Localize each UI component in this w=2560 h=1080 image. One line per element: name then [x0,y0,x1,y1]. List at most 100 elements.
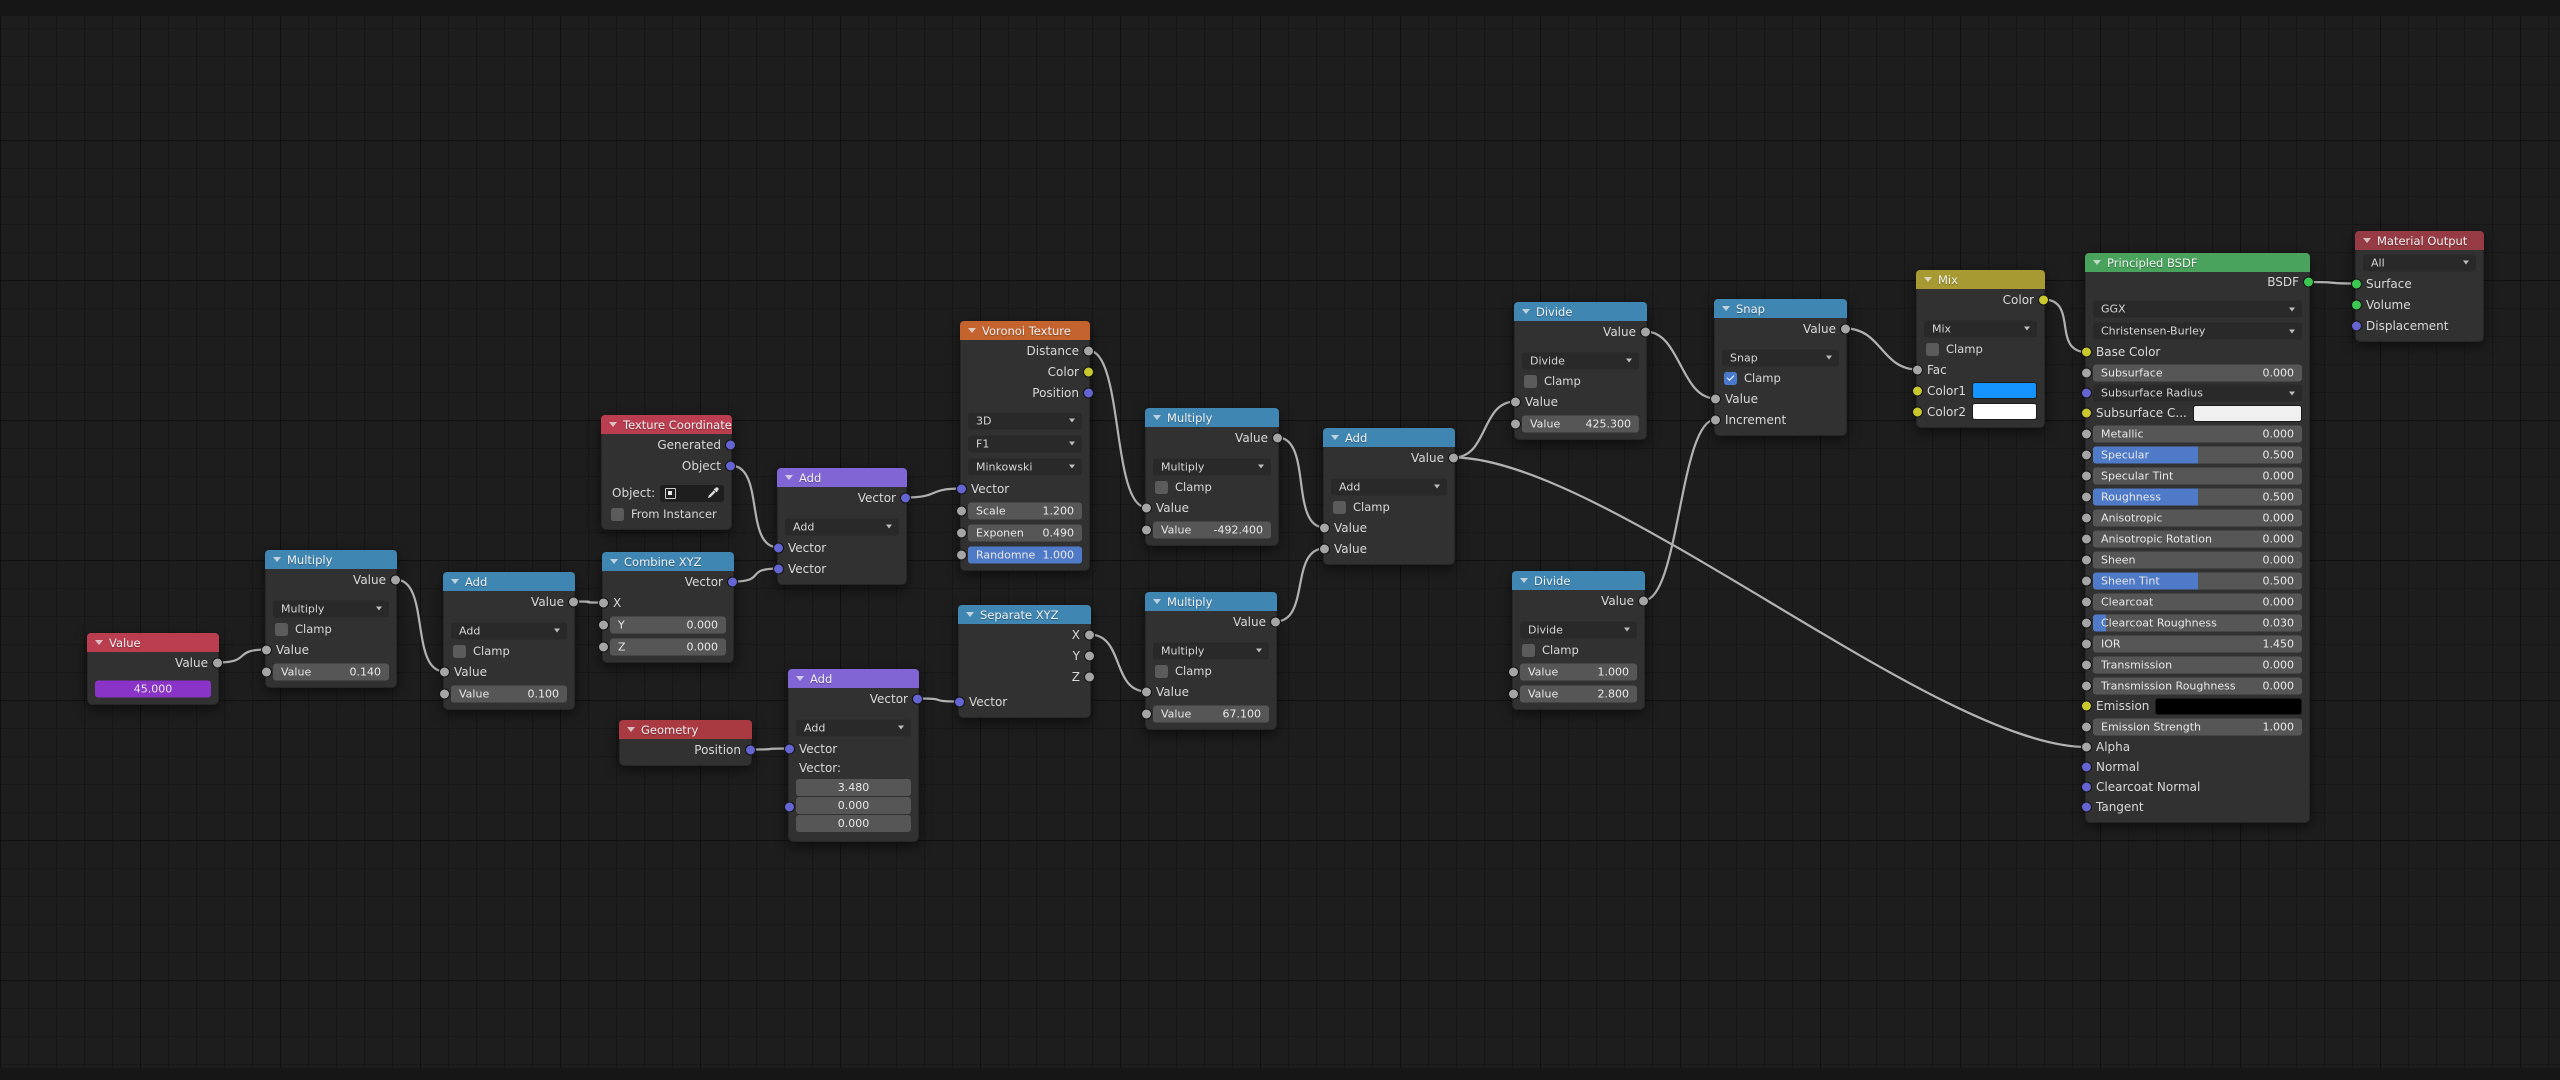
checkbox-clamp[interactable] [1333,500,1346,514]
node-wire[interactable] [1643,418,1716,602]
socket-subsurface-c[interactable] [2081,407,2092,419]
node-wire[interactable] [732,567,779,583]
socket-out_vector[interactable] [727,576,738,587]
socket-value[interactable] [439,688,450,699]
socket-anisotropic-rotation[interactable] [2081,533,2092,545]
socket-z[interactable] [598,641,609,652]
socket-out_object[interactable] [725,460,736,471]
dropdown-minkowski[interactable]: Minkowski [968,458,1082,475]
collapse-icon[interactable] [2363,238,2371,243]
checkbox-clamp[interactable] [453,644,466,658]
socket-value[interactable] [1508,666,1519,677]
socket-in_volume[interactable] [2351,299,2362,310]
node-header-div2[interactable]: Divide [1512,571,1645,590]
node-header-geometry[interactable]: Geometry [619,720,752,739]
node-header-snap[interactable]: Snap [1714,299,1847,318]
color-swatch[interactable] [2192,404,2302,422]
socket-in_vec2[interactable] [773,563,784,574]
socket-in_alpha[interactable] [2081,741,2092,753]
socket-in_value[interactable] [1510,396,1521,407]
socket-in_value[interactable] [1141,502,1152,513]
dropdown-subsurface-radius[interactable]: Subsurface Radius [2093,384,2302,402]
socket-exponen[interactable] [956,527,967,538]
node-wire[interactable] [1453,456,2087,749]
socket-ior[interactable] [2081,638,2092,650]
socket-value[interactable] [1510,418,1521,429]
dropdown-mix[interactable]: Mix [1924,320,2037,337]
node-header-addvec2[interactable]: Add [788,669,919,688]
socket-in_vector[interactable] [954,696,965,707]
collapse-icon[interactable] [966,612,974,617]
field-value[interactable]: 45.000 [95,680,211,697]
collapse-icon[interactable] [785,475,793,480]
socket-out_position[interactable] [1083,387,1094,398]
socket-tangent[interactable] [2081,801,2092,813]
socket-transmission-roughness[interactable] [2081,680,2092,692]
socket-out[interactable] [1270,616,1281,627]
socket-anisotropic[interactable] [2081,512,2092,524]
node-header-voronoi[interactable]: Voronoi Texture [960,321,1090,340]
socket-in_value[interactable] [1141,686,1152,697]
node-wire[interactable] [750,747,790,751]
socket-in_displacement[interactable] [2351,320,2362,331]
socket-out_y[interactable] [1084,650,1095,661]
collapse-icon[interactable] [796,676,804,681]
vector-component-field[interactable]: 0.000 [796,815,911,832]
dropdown-divide[interactable]: Divide [1522,352,1639,369]
socket-in_v1[interactable] [1319,522,1330,533]
dropdown-all[interactable]: All [2363,254,2476,271]
socket-out_distance[interactable] [1083,345,1094,356]
socket-sheen[interactable] [2081,554,2092,566]
dropdown-ggx[interactable]: GGX [2093,300,2302,318]
dropdown-multiply[interactable]: Multiply [273,600,389,617]
socket-clearcoat[interactable] [2081,596,2092,608]
socket-specular[interactable] [2081,449,2092,461]
node-header-texcoord[interactable]: Texture Coordinate [601,415,732,434]
dropdown-f1[interactable]: F1 [968,435,1082,452]
dropdown-christensen-burley[interactable]: Christensen-Burley [2093,322,2302,340]
socket-in_vec2[interactable] [784,801,795,812]
collapse-icon[interactable] [95,640,103,645]
color-swatch[interactable] [2155,697,2302,715]
collapse-icon[interactable] [1331,435,1339,440]
vector-component-field[interactable]: 0.000 [796,797,911,814]
checkbox-clamp[interactable] [1724,371,1737,385]
collapse-icon[interactable] [1924,277,1932,282]
node-wire[interactable] [573,600,604,604]
socket-value[interactable] [1141,524,1152,535]
collapse-icon[interactable] [451,579,459,584]
node-header-add2[interactable]: Add [1323,428,1455,447]
node-header-output[interactable]: Material Output [2355,231,2484,250]
dropdown-3d[interactable]: 3D [968,412,1082,429]
dropdown-multiply[interactable]: Multiply [1153,458,1271,475]
node-wire[interactable] [1277,436,1325,529]
socket-out[interactable] [212,657,223,668]
socket-out[interactable] [390,574,401,585]
socket-in_value[interactable] [261,644,272,655]
collapse-icon[interactable] [609,422,617,427]
socket-transmission[interactable] [2081,659,2092,671]
field-value[interactable]: Value-492.400 [1153,521,1271,538]
collapse-icon[interactable] [627,727,635,732]
socket-out[interactable] [1640,326,1651,337]
